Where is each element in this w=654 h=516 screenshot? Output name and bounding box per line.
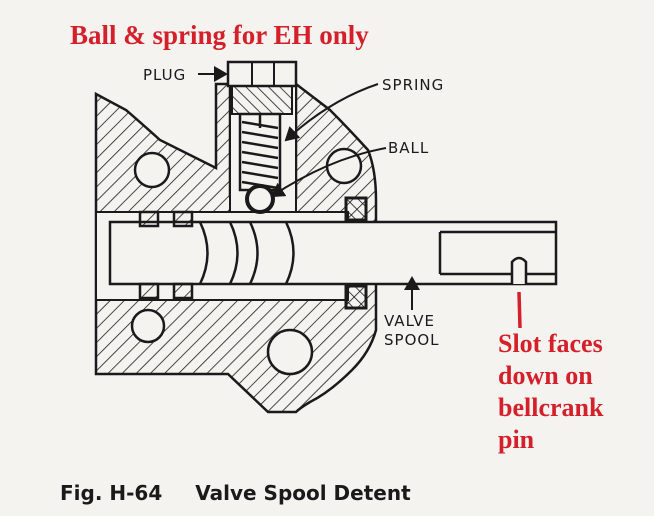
spring-part xyxy=(238,112,282,192)
valve-spool-label-line: VALVE xyxy=(384,312,436,330)
ball-leader xyxy=(270,147,387,198)
bolt-holes xyxy=(130,147,363,376)
valve-spool-label-line: SPOOL xyxy=(384,331,440,349)
slot-note-line: Slot faces xyxy=(498,329,603,358)
spring-leader xyxy=(284,83,379,142)
figure-title: Valve Spool Detent xyxy=(195,481,411,505)
ball-label: BALL xyxy=(388,139,430,157)
valve-spool-part xyxy=(108,210,558,300)
plug-part xyxy=(226,60,298,88)
slot-note: Slot faces down on bellcrank pin xyxy=(498,328,654,456)
spring-label: SPRING xyxy=(382,76,445,94)
ball-part xyxy=(245,184,275,214)
valve-spool-label: VALVE SPOOL xyxy=(384,312,440,350)
upper-seal xyxy=(344,196,368,222)
plug-label: PLUG xyxy=(143,66,187,84)
slot-note-line: pin xyxy=(498,425,535,454)
slot-red-pointer xyxy=(517,291,522,329)
plug-threads xyxy=(231,85,293,115)
slot-note-line: down on xyxy=(498,361,593,390)
ball-spring-note: Ball & spring for EH only xyxy=(70,20,369,50)
slot-note-line: bellcrank xyxy=(498,393,604,422)
figure-number: Fig. H-64 xyxy=(60,481,163,505)
lower-seal xyxy=(344,284,368,310)
figure-caption: Fig. H-64 Valve Spool Detent xyxy=(60,481,411,505)
